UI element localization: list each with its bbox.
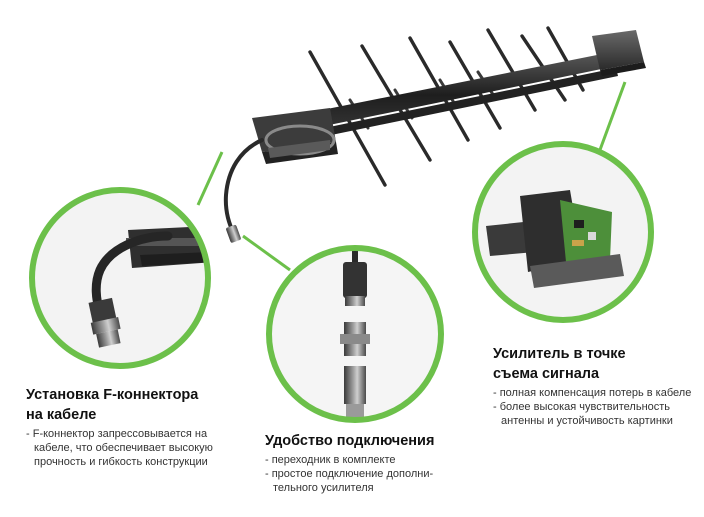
callout-title: Усилитель в точке съема сигнала [493, 344, 693, 384]
bullet-item: - полная компенсация потерь в кабеле [493, 387, 692, 399]
callout-connection: Удобство подключения - переходник в комп… [265, 431, 475, 495]
callout-amplifier: Усилитель в точке съема сигнала - полная… [493, 344, 693, 428]
amplifier-detail-circle [472, 141, 654, 323]
dipole-mount [252, 108, 336, 152]
cable-f-connector [226, 224, 241, 243]
amplifier-housing [592, 30, 644, 70]
callout-f-connector: Установка F-коннектора на кабеле - F-кон… [26, 385, 241, 469]
callout-bullets: - переходник в комплекте - простое подкл… [265, 453, 475, 495]
title-line-2: на кабеле [26, 407, 97, 423]
connection-detail-circle [266, 245, 444, 423]
antenna-cable [223, 138, 264, 236]
bullet-item: - более высокая чувствительность антенны… [493, 401, 673, 427]
bullet-item: - простое подключение дополни-тельного у… [265, 468, 434, 494]
title-line-1: Усилитель в точке [493, 346, 626, 362]
callout-title: Удобство подключения [265, 433, 435, 449]
bullet-item: - переходник в комплекте [265, 454, 396, 466]
callout-pointers [196, 81, 627, 272]
f-connector-detail-circle [29, 187, 211, 369]
bullet-item: - F-коннектор запрессовывается на кабеле… [26, 428, 213, 468]
title-line-2: съема сигнала [493, 366, 600, 382]
callout-bullets: - F-коннектор запрессовывается на кабеле… [26, 427, 241, 469]
title-line-1: Установка F-коннектора [26, 387, 199, 403]
callout-bullets: - полная компенсация потерь в кабеле - б… [493, 386, 693, 428]
callout-title: Установка F-коннектора на кабеле [26, 385, 241, 425]
antenna-boom [262, 52, 616, 138]
